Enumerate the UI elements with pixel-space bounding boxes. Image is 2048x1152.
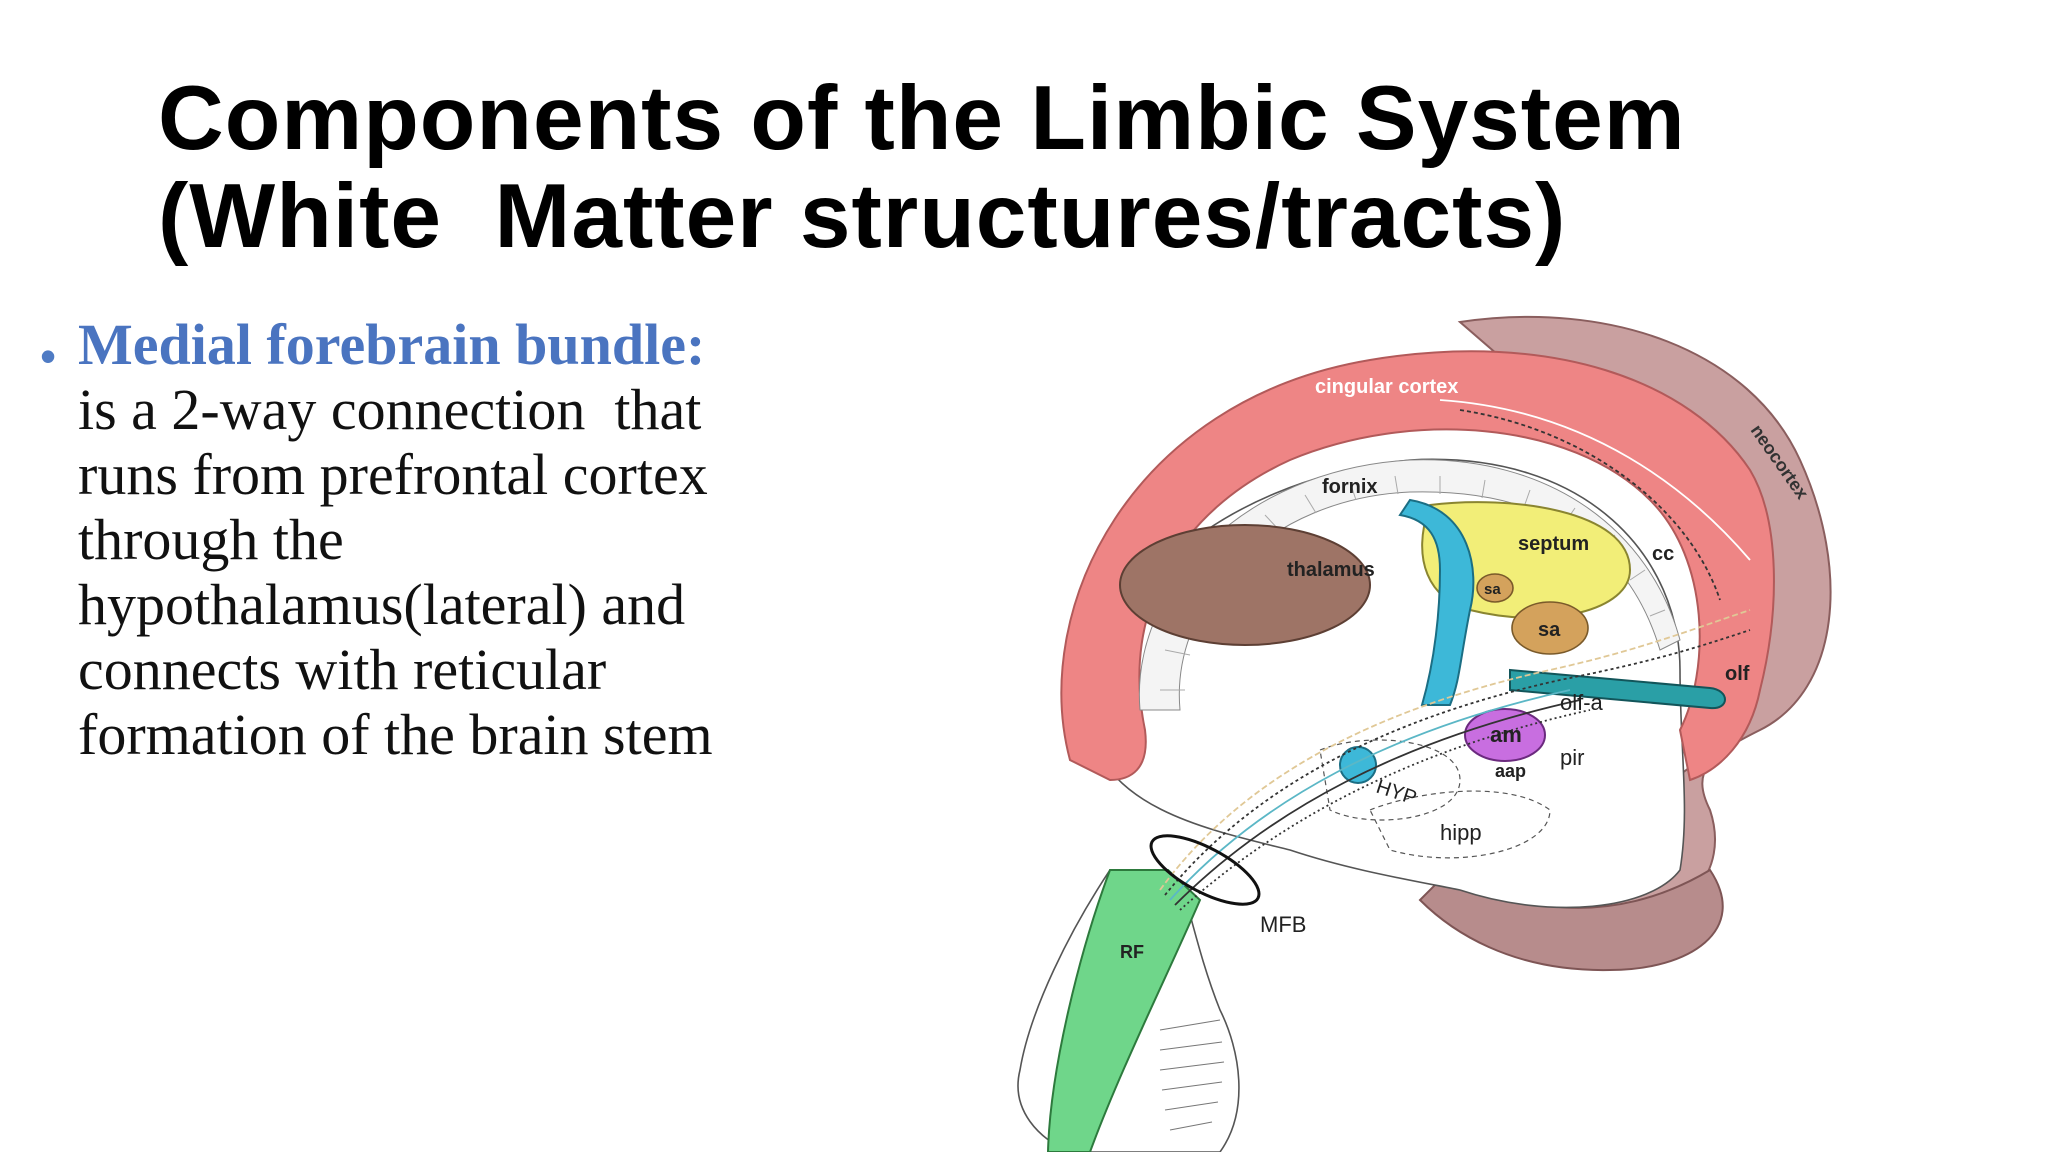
label-olf: olf	[1725, 663, 1750, 685]
title-line-2: (White Matter structures/tracts)	[158, 166, 1567, 267]
bullet-line-1: is a 2-way connection that	[78, 377, 702, 442]
bullet-line-4: hypothalamus(lateral) and	[78, 572, 686, 637]
label-sa-lower: sa	[1538, 619, 1561, 641]
limbic-system-diagram: cingular cortex neocortex fornix septum …	[1017, 315, 1832, 1152]
septum-region	[1421, 501, 1632, 619]
title-line-1: Components of the Limbic System	[158, 68, 1686, 169]
septal-area-upper	[1476, 573, 1514, 603]
fornix-tract	[1398, 498, 1475, 706]
bullet-heading: Medial forebrain bundle:	[78, 312, 706, 377]
hypothalamus-outline	[1319, 739, 1461, 821]
label-rf: RF	[1120, 942, 1144, 962]
reticular-formation-region	[1046, 869, 1202, 1152]
bullet-line-2: runs from prefrontal cortex	[78, 442, 708, 507]
label-thalamus: thalamus	[1287, 559, 1375, 581]
amygdala-region	[1464, 708, 1546, 762]
bullet-line-3: through the	[78, 507, 344, 572]
bullet-line-5: connects with reticular	[78, 637, 607, 702]
label-pir: pir	[1560, 745, 1584, 770]
slide-title: Components of the Limbic System (White M…	[158, 70, 1958, 266]
brainstem-hatch	[1159, 1019, 1225, 1131]
mfb-ring	[1149, 834, 1261, 906]
thalamus-region	[1119, 524, 1371, 646]
label-am: am	[1490, 722, 1522, 747]
bullet-medial-forebrain-bundle: • Medial forebrain bundle: is a 2-way co…	[28, 312, 908, 767]
mfb-fiber-lines	[1159, 399, 1751, 911]
label-cingular-cortex: cingular cortex	[1315, 376, 1458, 398]
bullet-text: Medial forebrain bundle: is a 2-way conn…	[78, 312, 908, 767]
bullet-dot-icon: •	[40, 330, 57, 382]
bullet-line-6: formation of the brain stem	[78, 702, 713, 767]
label-septum: septum	[1518, 533, 1589, 555]
label-hipp: hipp	[1440, 820, 1482, 845]
label-sa-upper: sa	[1484, 581, 1501, 598]
hypothalamus-node	[1339, 746, 1377, 784]
cingular-cortex-region	[1060, 350, 1775, 782]
label-mfb: MFB	[1260, 912, 1306, 937]
label-fornix: fornix	[1322, 476, 1378, 498]
label-cc: cc	[1652, 543, 1674, 565]
label-olf-a: olf-a	[1560, 690, 1604, 715]
septal-area-lower	[1511, 601, 1589, 655]
label-aap: aap	[1495, 761, 1526, 781]
